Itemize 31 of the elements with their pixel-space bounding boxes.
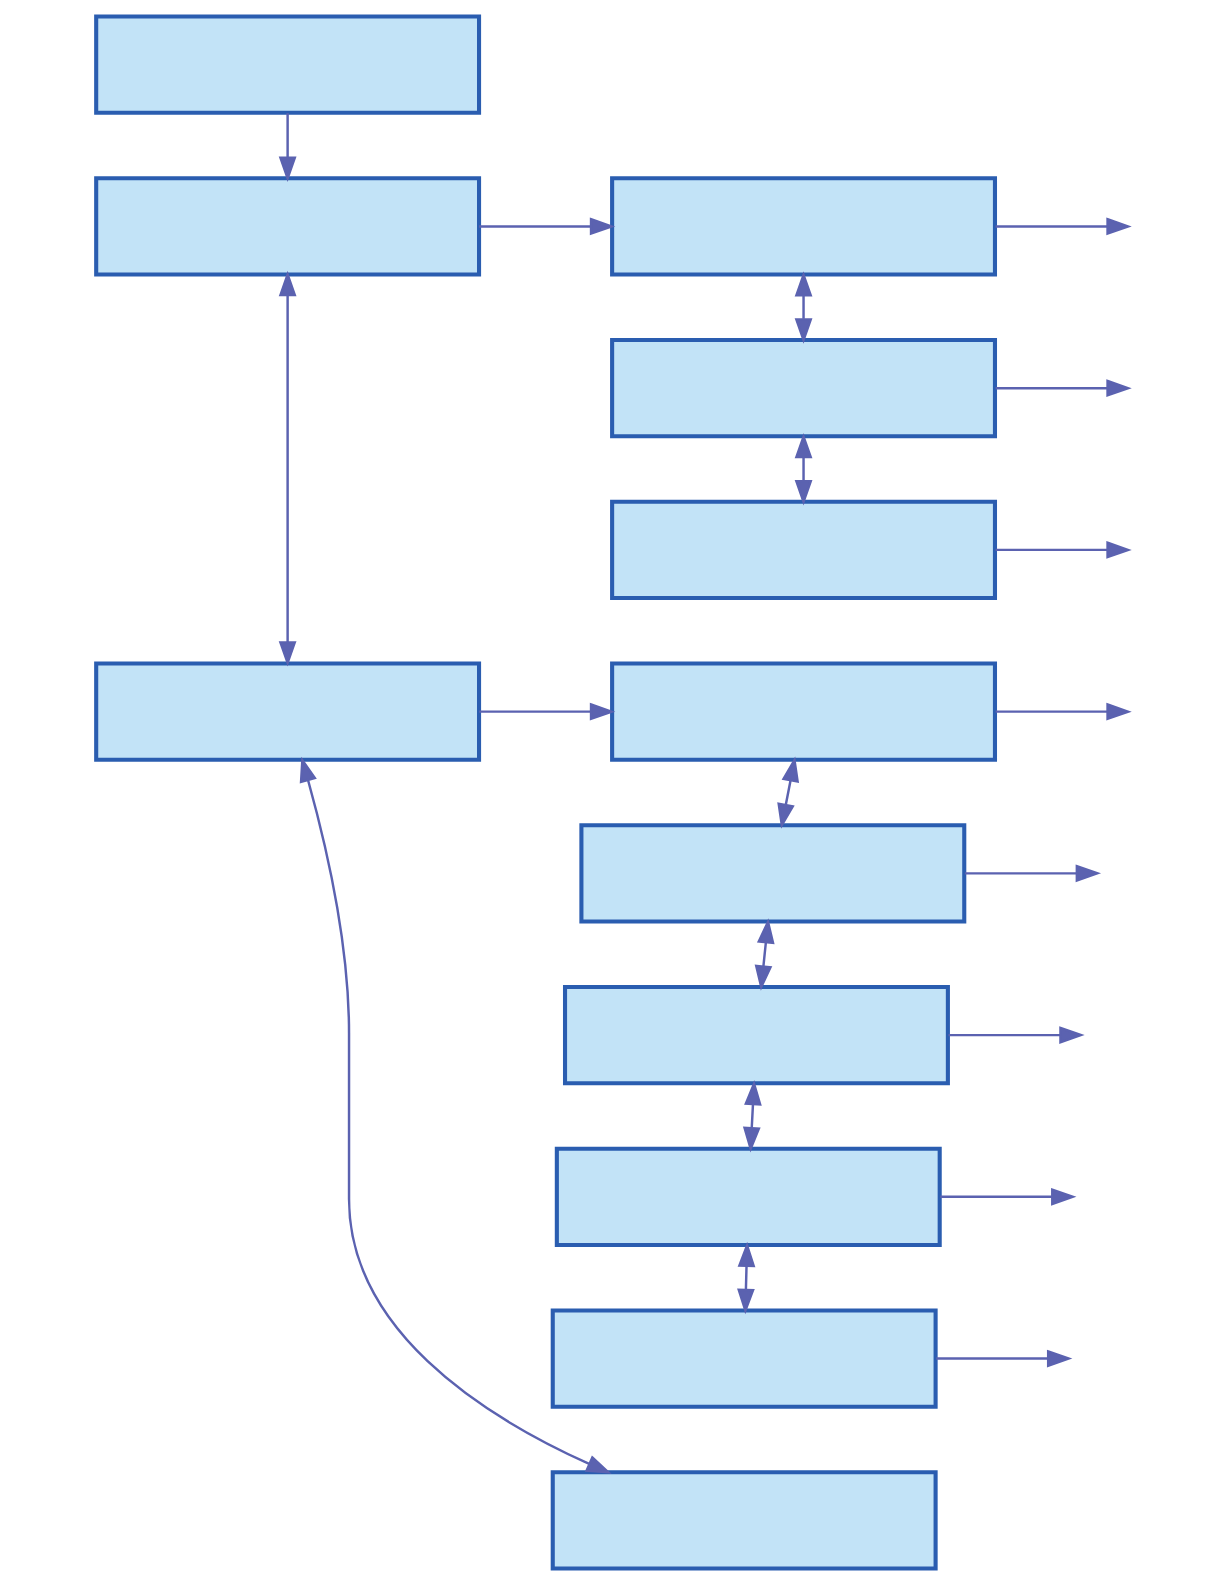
node-box: [609, 176, 997, 277]
arrow: [299, 756, 612, 1474]
arrow: [794, 432, 812, 506]
node-box: [93, 176, 481, 277]
node-box: [578, 823, 966, 924]
node-box: [93, 14, 481, 115]
arrow: [478, 217, 615, 236]
arrow: [278, 113, 296, 182]
node-box: [609, 661, 997, 762]
arrow: [939, 1187, 1076, 1206]
arrow: [478, 702, 615, 721]
arrow: [995, 702, 1132, 721]
node-box: [93, 661, 481, 762]
node-box: [550, 1470, 938, 1571]
arrow: [995, 379, 1132, 398]
arrow: [776, 756, 799, 829]
arrow: [964, 864, 1101, 883]
node-box: [609, 499, 997, 601]
arrow: [794, 271, 812, 344]
arrow: [948, 1026, 1085, 1044]
node-box: [609, 338, 997, 439]
node-box: [562, 984, 950, 1086]
node-box: [550, 1308, 938, 1409]
arrow: [736, 1241, 755, 1315]
arrow: [754, 918, 775, 991]
arrow: [995, 541, 1132, 559]
arrow: [935, 1349, 1072, 1368]
arrow: [995, 217, 1132, 236]
arrow: [742, 1079, 762, 1153]
arrow: [278, 270, 296, 667]
node-box: [554, 1146, 942, 1247]
